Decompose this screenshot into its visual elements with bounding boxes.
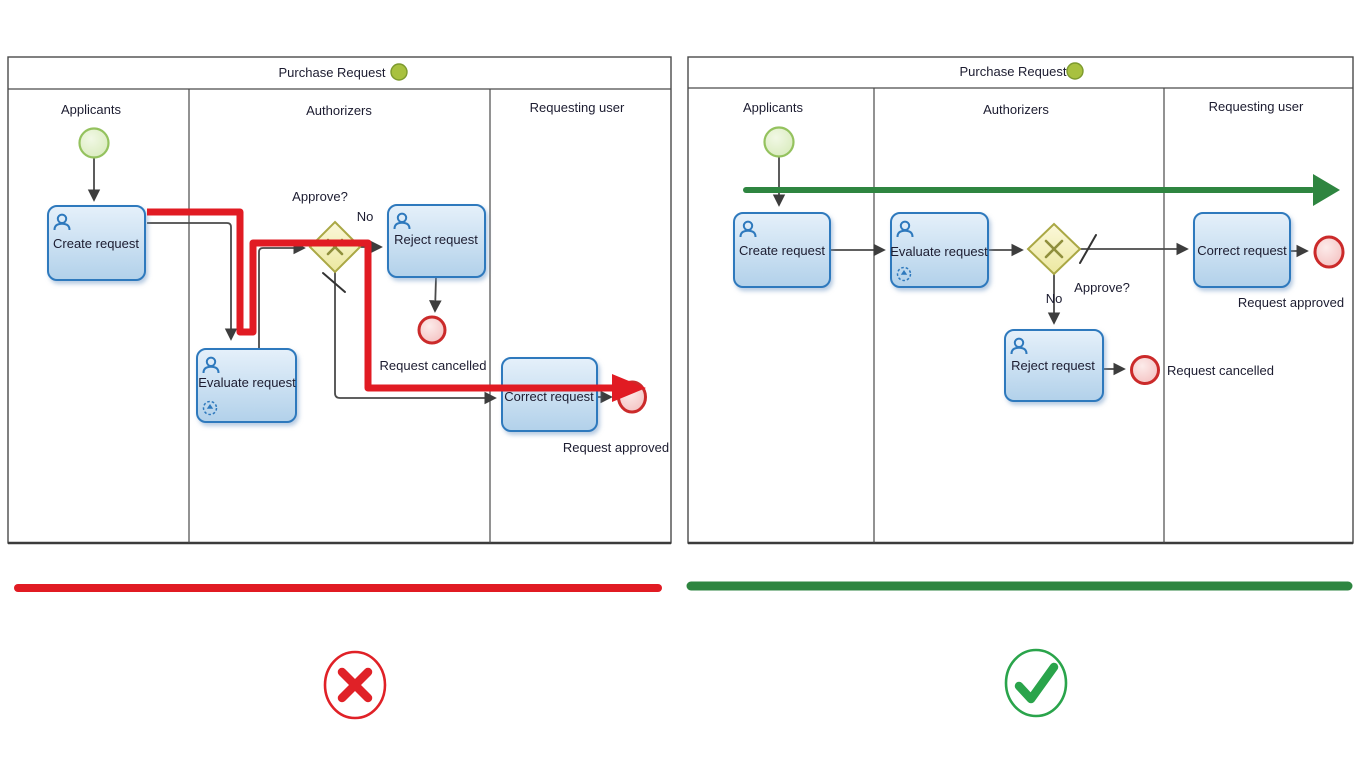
- task-reject-request: Reject request: [387, 204, 486, 278]
- pool-title: Purchase Request: [960, 64, 1067, 79]
- default-flow-slash-icon: [322, 272, 346, 293]
- gateway-question-label: Approve?: [292, 189, 348, 204]
- end-event-cancelled: [417, 315, 447, 345]
- task-label: Reject request: [1011, 358, 1095, 373]
- good-flow-arrowhead-icon: [1313, 174, 1340, 206]
- flow-gateway-to-correct: [334, 272, 497, 405]
- pool-title: Purchase Request: [279, 65, 386, 80]
- task-label: Create request: [53, 236, 139, 251]
- task-create-request: Create request: [733, 212, 831, 288]
- start-event: [78, 127, 110, 159]
- task-correct-request: Correct request: [501, 357, 598, 432]
- lane-label-requesting-user: Requesting user: [530, 100, 625, 115]
- task-evaluate-request: Evaluate request: [196, 348, 297, 423]
- task-label: Create request: [739, 243, 825, 258]
- verdict-x-icon: [323, 650, 387, 720]
- lane-label-requesting-user: Requesting user: [1209, 99, 1304, 114]
- gateway-approve: [1026, 222, 1082, 276]
- bad-flow-arrowhead-icon: [612, 374, 646, 402]
- lane-label-applicants: Applicants: [61, 102, 121, 117]
- bad-flow-highlight: [147, 208, 646, 402]
- pool-border: [7, 56, 672, 544]
- end-label-approved: Request approved: [1238, 295, 1344, 310]
- flow-reject-to-cancelled: [429, 276, 442, 313]
- gateway-no-label: No: [1046, 291, 1063, 306]
- task-reject-request: Reject request: [1004, 329, 1104, 402]
- status-dot-icon: [1066, 62, 1084, 80]
- flow-create-to-evaluate: [147, 222, 238, 341]
- end-label-approved: Request approved: [563, 440, 669, 455]
- lane-label-authorizers: Authorizers: [306, 103, 372, 118]
- task-label: Correct request: [504, 389, 594, 404]
- good-flow-arrow: [743, 174, 1340, 206]
- task-label: Correct request: [1197, 243, 1287, 258]
- verdict-check-icon: [1004, 648, 1068, 718]
- gateway-approve: [308, 220, 362, 274]
- end-event-approved: [1313, 235, 1345, 269]
- lane-label-applicants: Applicants: [743, 100, 803, 115]
- gateway-question-label: Approve?: [1074, 280, 1130, 295]
- flow-evaluate-to-gateway: [258, 241, 306, 349]
- pool-good: Purchase Request Applicants Authorizers …: [687, 56, 1354, 545]
- default-flow-slash-icon: [1079, 234, 1097, 264]
- task-correct-request: Correct request: [1193, 212, 1291, 288]
- task-label: Reject request: [394, 232, 478, 247]
- exclusive-x-icon: [1044, 239, 1064, 259]
- end-label-cancelled: Request cancelled: [380, 358, 487, 373]
- pool-border: [687, 56, 1354, 544]
- pool-bad: Purchase Request Applicants Authorizers …: [7, 56, 672, 545]
- end-label-cancelled: Request cancelled: [1167, 363, 1274, 378]
- bad-flow-path: [147, 208, 612, 392]
- gateway-no-label: No: [357, 209, 374, 224]
- task-create-request: Create request: [47, 205, 146, 281]
- task-evaluate-request: Evaluate request: [890, 212, 989, 288]
- task-label: Evaluate request: [890, 244, 988, 259]
- lane-label-authorizers: Authorizers: [983, 102, 1049, 117]
- start-event: [763, 126, 795, 158]
- status-dot-icon: [390, 63, 408, 81]
- task-label: Evaluate request: [198, 375, 296, 390]
- end-event-cancelled: [1130, 355, 1160, 385]
